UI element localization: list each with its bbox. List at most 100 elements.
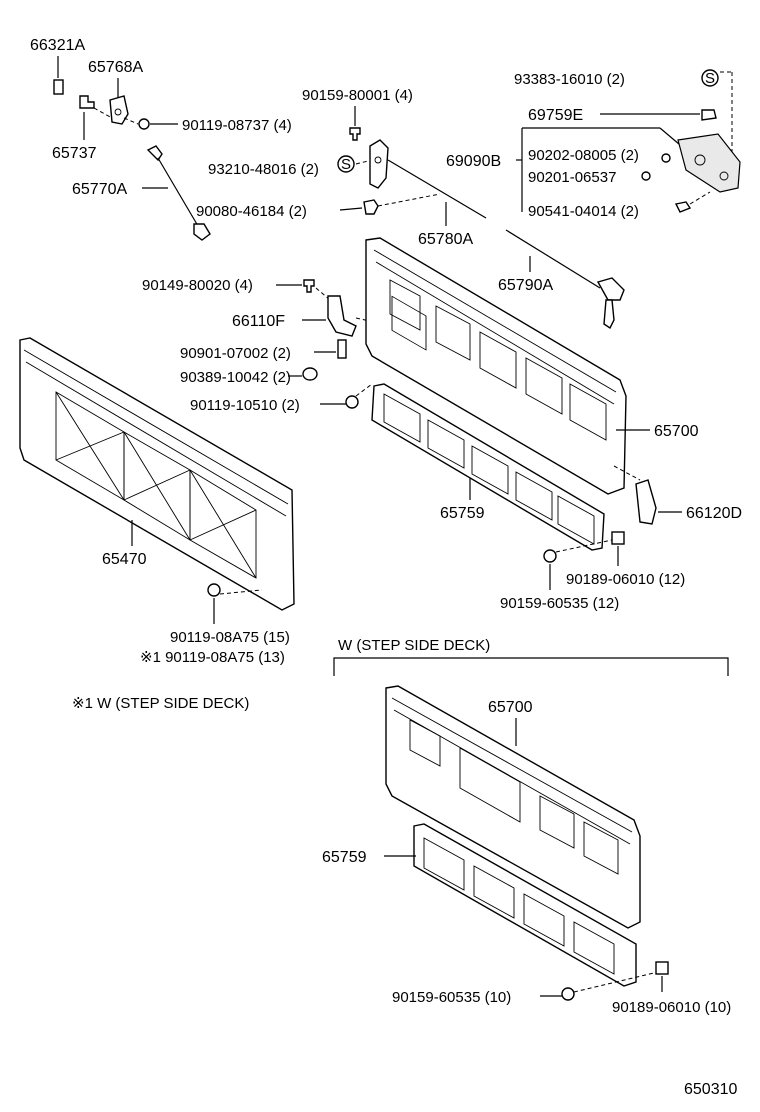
- label-90202-08005[interactable]: 90202-08005 (2): [528, 147, 639, 164]
- panel-65759-cut-2: [427, 419, 465, 469]
- s-symbol-text: S: [341, 156, 351, 173]
- label-66110F[interactable]: 66110F: [232, 313, 285, 330]
- panel-65470-ribs: [23, 349, 289, 517]
- panel-65700-window-1: [391, 295, 427, 351]
- w-part-90159-60535-10: [561, 987, 575, 1001]
- w-panel-65759-cut-1: [423, 837, 465, 891]
- label-69090B[interactable]: 69090B: [446, 153, 501, 170]
- part-90202-08005: [661, 153, 671, 163]
- label-69759E[interactable]: 69759E: [528, 107, 583, 124]
- label-90080-46184[interactable]: 90080-46184 (2): [196, 203, 307, 220]
- label-65737[interactable]: 65737: [52, 145, 97, 162]
- part-90159-80001-group: 90159-80001 (4): [302, 87, 413, 141]
- s-symbol-icon: [337, 155, 355, 173]
- label-65780A[interactable]: 65780A: [418, 231, 473, 248]
- dash-65737: [93, 107, 113, 119]
- label-90119-08A75-13[interactable]: ※1 90119-08A75 (13): [140, 649, 285, 666]
- w-part-90189-06010-10-group: 90189-06010 (10): [612, 961, 731, 1016]
- part-69090B-group: 69090B: [446, 127, 741, 212]
- label-90119-08A75-15[interactable]: 90119-08A75 (15): [170, 629, 290, 646]
- panel-65470-cross-2: [123, 431, 191, 541]
- w-panel-65759-outline: [413, 823, 637, 987]
- part-65770A-end-bottom: [193, 223, 211, 241]
- part-65770A-cable: [157, 157, 199, 227]
- part-69090B-hole-1: [694, 154, 706, 166]
- w-panel-65700-cut-4: [583, 821, 619, 875]
- label-65768A[interactable]: 65768A: [88, 59, 143, 76]
- label-93383-16010[interactable]: 93383-16010 (2): [514, 71, 625, 88]
- w-panel-65759-cut-4: [573, 921, 615, 975]
- w-label-65759[interactable]: 65759: [322, 849, 367, 866]
- part-65780A-rod: [387, 159, 487, 219]
- label-93210-48016[interactable]: 93210-48016 (2): [208, 161, 319, 178]
- part-93383-16010-group: 93383-16010 (2) S: [514, 69, 733, 176]
- w-part-90189-06010-10: [655, 961, 669, 975]
- dash-90541: [689, 191, 711, 205]
- part-65780A-hole: [374, 156, 382, 164]
- part-65770A-end-top: [146, 145, 163, 162]
- part-66321A: [53, 79, 64, 95]
- part-90159-80001: [349, 127, 361, 141]
- part-69090B-lock: [677, 133, 741, 193]
- label-90541-04014[interactable]: 90541-04014 (2): [528, 203, 639, 220]
- w-panel-65700-cut-1: [409, 719, 441, 767]
- panel-65759-cut-4: [515, 471, 553, 521]
- label-90901-07002[interactable]: 90901-07002 (2): [180, 345, 291, 362]
- part-90389-10042-group: 90389-10042 (2): [180, 367, 318, 386]
- panel-65470-cross-3: [189, 469, 257, 579]
- s-symbol-text-2: S: [705, 70, 715, 87]
- part-90119-08737: [138, 118, 150, 130]
- leader-90080-46184: [339, 207, 363, 211]
- panel-65700-ribs: [373, 249, 617, 405]
- note-step-side[interactable]: ※1 W (STEP SIDE DECK): [72, 695, 249, 712]
- w-label-65700[interactable]: 65700: [488, 699, 533, 716]
- section-w-title[interactable]: W (STEP SIDE DECK): [338, 637, 490, 654]
- panel-65759-cut-3: [471, 445, 509, 495]
- label-90389-10042[interactable]: 90389-10042 (2): [180, 369, 291, 386]
- part-65700-panel: 65700: [365, 237, 699, 495]
- part-90202-08005-group: 90202-08005 (2): [528, 147, 671, 164]
- label-90159-80001[interactable]: 90159-80001 (4): [302, 87, 413, 104]
- part-65770A-group: 65770A: [72, 145, 211, 241]
- figure-number: 650310: [684, 1081, 737, 1098]
- label-90119-08737[interactable]: 90119-08737 (4): [182, 117, 292, 134]
- part-65790A-rod: [505, 229, 601, 289]
- part-90149-80020: [303, 279, 315, 293]
- label-90189-06010-12[interactable]: 90189-06010 (12): [566, 571, 685, 588]
- part-90901-07002: [337, 339, 347, 359]
- panel-65470-outline: [19, 337, 295, 611]
- w-part-65759-panel: 65759: [322, 823, 637, 987]
- label-65470[interactable]: 65470: [102, 551, 147, 568]
- label-65759[interactable]: 65759: [440, 505, 485, 522]
- label-90201-06537[interactable]: 90201-06537: [528, 169, 616, 186]
- label-90119-10510[interactable]: 90119-10510 (2): [190, 397, 300, 414]
- part-65790A-link: [603, 299, 615, 330]
- w-label-90159-60535-10[interactable]: 90159-60535 (10): [392, 989, 511, 1006]
- part-93210-48016-group: 93210-48016 (2) S: [208, 155, 373, 178]
- panel-65700-cut-1: [389, 279, 421, 331]
- part-65780A-bracket: 65780A: [369, 139, 487, 248]
- label-90149-80020[interactable]: 90149-80020 (4): [142, 277, 253, 294]
- panel-65700-cut-4: [525, 357, 563, 415]
- label-65700[interactable]: 65700: [654, 423, 699, 440]
- part-66120D: [635, 479, 657, 525]
- part-90119-08A75-group: 90119-08A75 (15) ※1 90119-08A75 (13): [140, 583, 290, 666]
- label-66321A[interactable]: 66321A: [30, 37, 85, 54]
- w-panel-65700-cut-3: [539, 795, 575, 849]
- part-65759-panel: 65759: [371, 383, 605, 551]
- dash-90159-60535-12: [555, 539, 613, 553]
- part-90201-06537-group: 90201-06537: [528, 169, 651, 186]
- label-65770A[interactable]: 65770A: [72, 181, 127, 198]
- w-label-90189-06010-10[interactable]: 90189-06010 (10): [612, 999, 731, 1016]
- dash-93210: [355, 159, 373, 165]
- dash-90119-08A75: [219, 589, 263, 595]
- part-90541-04014: [674, 201, 692, 213]
- part-69090B-hole-2: [719, 171, 729, 181]
- part-90159-60535-12-group: 90159-60535 (12): [500, 539, 619, 612]
- label-65790A[interactable]: 65790A: [498, 277, 553, 294]
- part-90159-60535-12: [543, 549, 557, 563]
- part-90080-46184-group: 90080-46184 (2): [196, 193, 441, 220]
- label-66120D[interactable]: 66120D: [686, 505, 742, 522]
- label-90159-60535-12[interactable]: 90159-60535 (12): [500, 595, 619, 612]
